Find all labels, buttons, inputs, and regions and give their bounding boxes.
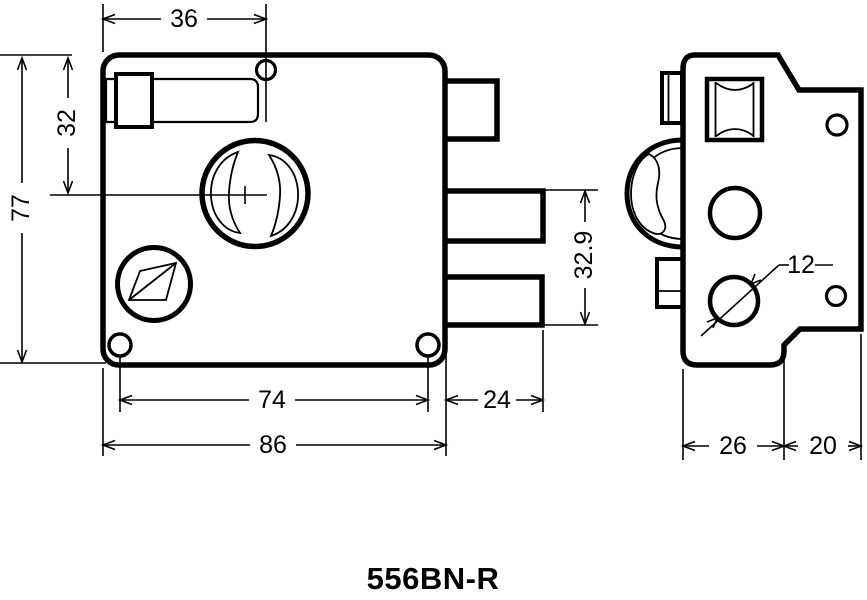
dim-77: 77 (0, 54, 106, 365)
keyhole-rosette (115, 245, 193, 323)
dim-36-label: 36 (170, 5, 198, 33)
flange-screw-hole-bottom (824, 284, 848, 308)
arrow-up-icon (62, 55, 74, 71)
arrow-left-icon (443, 394, 459, 406)
side-view (624, 52, 864, 368)
arrow-up-icon (579, 188, 591, 204)
cylinder-housing-side (655, 257, 685, 309)
dim-77-label: 77 (7, 194, 35, 222)
arrow-down-icon (62, 180, 74, 196)
dim-32: 32 (53, 55, 81, 196)
dim-74: 74 (117, 357, 431, 414)
arrow-right-icon (848, 440, 864, 452)
arrow-left-icon (117, 394, 133, 406)
arrow-right-icon (415, 394, 431, 406)
dim-20-label: 20 (809, 432, 837, 460)
dim-12: 12 (700, 251, 833, 337)
latch-follower-block (114, 72, 154, 129)
keyhole-cover-crease (128, 262, 177, 301)
thumbturn-wing-right (267, 153, 299, 238)
thumbturn-knob (50, 137, 311, 250)
dim-74-label: 74 (258, 386, 286, 414)
arrow-down-icon (16, 349, 28, 365)
dim-24: 24 (443, 330, 546, 414)
thumbturn-ring (199, 137, 311, 250)
thumbturn-knob-side (624, 137, 684, 250)
arrow-right-icon (433, 439, 449, 451)
dim-26-20: 26 20 (680, 334, 864, 460)
screw-hole-bottom-left (107, 332, 133, 358)
dim-32-9: 32.9 (542, 188, 598, 327)
cylinder-hole (707, 274, 761, 328)
front-view (50, 52, 546, 368)
arrow-diagonal-icon (706, 316, 719, 329)
spindle-hole (707, 185, 763, 241)
dim-32-label: 32 (53, 109, 81, 137)
dim-32-9-label: 32.9 (570, 231, 598, 280)
arrow-left-icon (680, 440, 696, 452)
dim-86-label: 86 (259, 431, 287, 459)
keyhole-ring (115, 245, 193, 323)
arrow-right-icon (253, 13, 269, 25)
product-model-label: 556BN-R (367, 561, 500, 596)
side-view-dimensions: 12 26 20 (680, 251, 864, 460)
arrow-up-icon (16, 55, 28, 71)
arrow-left-icon (781, 440, 797, 452)
arrow-left-icon (100, 439, 116, 451)
dim-36: 36 (100, 4, 269, 122)
knob-wing-profile (630, 152, 667, 235)
dim-86: 86 (100, 330, 449, 459)
screw-hole-bottom-right (415, 332, 441, 358)
dim-26-label: 26 (719, 432, 747, 460)
latch-bolt-side (660, 71, 684, 125)
arrow-diagonal-icon (749, 273, 762, 286)
dim-12-label: 12 (787, 251, 815, 279)
dim-24-label: 24 (483, 386, 511, 414)
deadbolt-upper (440, 188, 546, 244)
arrow-right-icon (530, 394, 546, 406)
deadbolt-lower (440, 274, 545, 328)
arrow-down-icon (579, 311, 591, 327)
arrow-left-icon (100, 13, 116, 25)
front-view-dimensions: 36 77 32 74 (0, 4, 598, 459)
thumbturn-wing-left (210, 150, 242, 235)
latch-roller (704, 76, 765, 143)
latch-bolt-front (440, 78, 500, 142)
flange-screw-hole-top (825, 113, 849, 137)
